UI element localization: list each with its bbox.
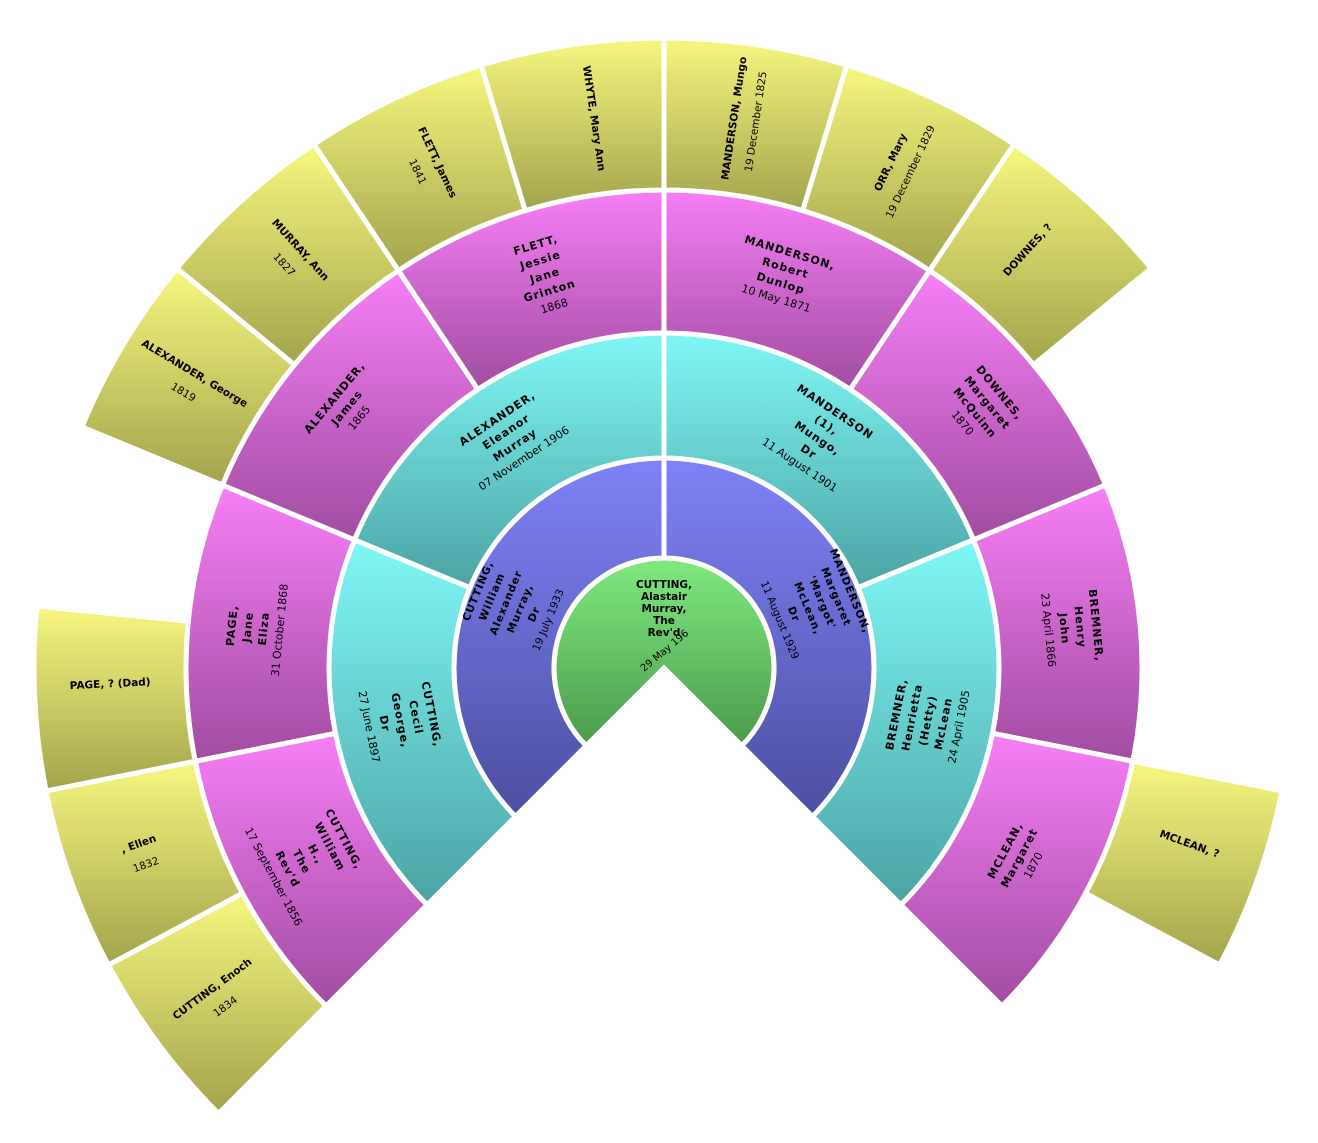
person-name: PAGE,JaneEliza [224, 604, 273, 649]
gg-grandparents-segment[interactable] [31, 603, 199, 794]
person-name: PAGE, ? (Dad) [69, 676, 150, 692]
person-label: PAGE, ? (Dad) [69, 676, 150, 692]
gg-grandparents-segment[interactable] [926, 140, 1155, 369]
segments-layer [31, 35, 1285, 1118]
gg-grandparents-segment[interactable] [1082, 758, 1285, 969]
